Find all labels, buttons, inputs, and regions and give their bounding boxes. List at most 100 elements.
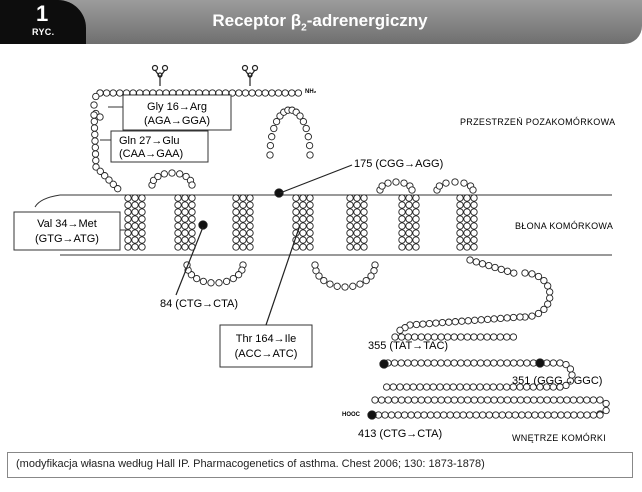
amino-acid-residue (91, 150, 100, 158)
amino-acid-residue (311, 261, 319, 269)
amino-acid-residue (456, 201, 464, 209)
amino-acid-residue (239, 243, 247, 251)
amino-acid-residue (511, 411, 519, 419)
amino-acid-residue (470, 236, 478, 244)
amino-acid-residue (138, 243, 146, 251)
mutation-box-thr164 (219, 324, 313, 368)
amino-acid-residue (349, 282, 357, 290)
amino-acid-residue (403, 383, 411, 391)
amino-acid-residue (235, 89, 243, 97)
amino-acid-residue (341, 283, 349, 291)
amino-acid-residue (246, 194, 254, 202)
amino-acid-residue (407, 411, 415, 419)
amino-acid-residue (469, 383, 477, 391)
amino-acid-residue (188, 215, 196, 223)
amino-acid-residue (306, 151, 314, 159)
amino-acid-residue (509, 333, 518, 341)
amino-acid-residue (457, 396, 465, 404)
amino-acid-residue (424, 396, 432, 404)
amino-acid-residue (400, 411, 409, 419)
amino-acid-residue (174, 215, 182, 223)
amino-acid-residue (516, 313, 524, 321)
amino-acid-residue (521, 269, 529, 277)
amino-acid-residue (299, 208, 307, 216)
amino-acid-residue (124, 229, 132, 237)
amino-acid-residue (362, 276, 370, 285)
leader-line-thr164 (265, 224, 301, 326)
amino-acid-residue (306, 229, 314, 237)
amino-acid-residue (469, 186, 477, 194)
amino-acid-residue (456, 222, 464, 230)
mutation-box-gln27 (110, 130, 209, 163)
amino-acid-residue (489, 383, 497, 391)
amino-acid-residue (181, 194, 189, 202)
amino-acid-residue (306, 222, 314, 230)
amino-acid-residue (456, 243, 464, 251)
amino-acid-residue (346, 236, 354, 244)
amino-acid-residue (602, 399, 610, 408)
amino-acid-residue (346, 201, 354, 209)
amino-acid-residue (464, 317, 472, 325)
amino-acid-residue (412, 229, 420, 237)
region-label-intracellular: WNĘTRZE KOMÓRKI (512, 433, 606, 443)
amino-acid-residue (105, 176, 113, 184)
amino-acid-residue (409, 383, 417, 391)
amino-acid-residue (353, 222, 361, 230)
mutation-gln27-name: Gln 27→Glu (119, 135, 180, 147)
amino-acid-residue (90, 111, 98, 119)
amino-acid-residue (96, 113, 104, 121)
amino-acid-residue (430, 396, 439, 404)
amino-acid-residue (463, 359, 472, 367)
amino-acid-residue (470, 243, 478, 251)
amino-acid-residue (306, 236, 314, 244)
amino-acid-residue (451, 178, 459, 186)
receptor-svg: Gly 16→Arg (AGA→GGA) Gln 27→Glu (CAA→GAA… (13, 64, 615, 443)
amino-acid-residue (272, 117, 281, 126)
amino-acid-residue (299, 194, 307, 202)
amino-acid-residue (92, 156, 100, 165)
amino-acid-residue (435, 182, 444, 190)
amino-acid-residue (246, 215, 254, 223)
amino-acid-residue (412, 215, 420, 223)
amino-acid-residue (188, 208, 196, 216)
amino-acid-residue (444, 396, 452, 404)
amino-acid-residue (398, 215, 406, 223)
amino-acid-residue (412, 236, 420, 244)
amino-acid-residue (408, 186, 416, 194)
amino-acid-residue (583, 411, 591, 419)
amino-acid-residue (470, 222, 478, 230)
amino-acid-residue (497, 265, 505, 274)
amino-acid-residue (174, 222, 182, 230)
amino-acid-residue (412, 222, 420, 230)
amino-acid-residue (360, 208, 368, 216)
amino-acid-residue (232, 243, 240, 251)
amino-acid-residue (266, 151, 274, 159)
amino-acid-residue (377, 396, 386, 404)
amino-acid-residue (246, 243, 254, 251)
amino-acid-residue (417, 396, 425, 404)
amino-acid-residue (131, 201, 139, 209)
amino-acid-residue (124, 222, 132, 230)
amino-acid-residue (596, 396, 604, 404)
amino-acid-residue (174, 229, 182, 237)
amino-acid-residue (181, 229, 189, 237)
amino-acid-residue (353, 215, 361, 223)
header-bar (0, 0, 642, 44)
title-rest: -adrenergiczny (306, 11, 428, 30)
amino-acid-residue (544, 300, 552, 308)
amino-acid-residue (470, 396, 478, 404)
amino-acid-residue (176, 170, 184, 178)
amino-acid-residue (498, 411, 506, 419)
amino-acid-residue (392, 178, 400, 186)
amino-acid-residue (472, 411, 480, 419)
amino-acid-residue (483, 383, 491, 391)
amino-acid-residue (239, 215, 247, 223)
amino-acid-residue (396, 383, 404, 391)
amino-acid-residue (138, 222, 146, 230)
amino-acid-residue (299, 215, 307, 223)
amino-acid-residue (534, 309, 543, 318)
amino-acid-residue (261, 89, 269, 97)
amino-acid-residue (367, 272, 375, 280)
amino-acid-residue (563, 396, 571, 404)
amino-acid-residue (383, 383, 391, 391)
